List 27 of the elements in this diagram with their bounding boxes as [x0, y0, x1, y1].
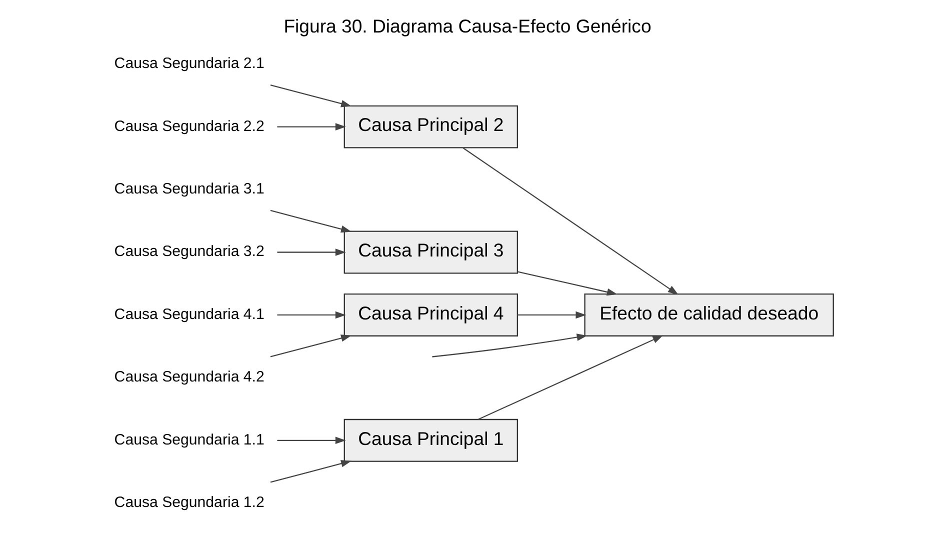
arrow	[277, 311, 346, 319]
arrow	[270, 210, 352, 233]
node-text: Causa Segundaria 2.1	[114, 55, 264, 72]
arrow	[277, 436, 346, 444]
arrow	[517, 311, 586, 319]
node-box: Causa Principal 1	[344, 418, 518, 462]
node-box: Causa Principal 4	[344, 293, 518, 336]
diagram-title: Figura 30. Diagrama Causa-Efecto Genérico	[284, 15, 652, 36]
node-text: Causa Segundaria 3.2	[114, 243, 264, 260]
arrow	[462, 148, 678, 295]
arrow	[432, 334, 588, 358]
node-text: Causa Segundaria 4.1	[114, 306, 264, 323]
node-text: Causa Segundaria 2.2	[114, 118, 264, 135]
arrow	[277, 123, 346, 130]
arrow	[517, 271, 618, 296]
arrow	[270, 460, 352, 483]
node-box: Causa Principal 2	[344, 105, 518, 148]
arrow	[270, 334, 352, 358]
node-text: Causa Segundaria 1.1	[114, 431, 264, 448]
node-box: Causa Principal 3	[344, 230, 518, 274]
node-text: Causa Segundaria 1.2	[114, 494, 264, 512]
arrow	[270, 84, 352, 108]
node-box: Efecto de calidad deseado	[584, 293, 834, 336]
arrow	[478, 335, 664, 420]
node-text: Causa Segundaria 3.1	[114, 180, 264, 198]
arrow	[277, 248, 346, 256]
node-text: Causa Segundaria 4.2	[114, 368, 264, 386]
